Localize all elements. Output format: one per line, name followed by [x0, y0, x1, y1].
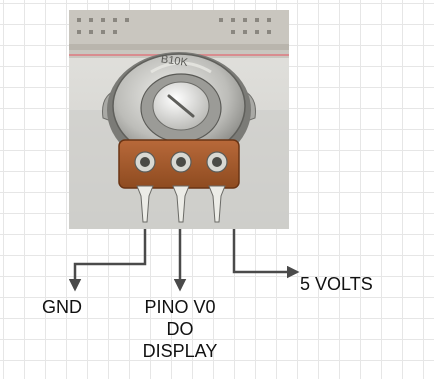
pin-holes: [134, 151, 228, 173]
label-5-volts-text: 5 VOLTS: [300, 274, 373, 294]
label-pino-line-2: DO: [166, 319, 194, 339]
knob-marking: B10K: [160, 53, 189, 69]
potentiometer-pins: [136, 185, 226, 223]
wire-5-volts: [232, 229, 300, 279]
label-5-volts: 5 VOLTS: [300, 273, 404, 295]
label-gnd-text: GND: [42, 297, 82, 317]
label-pino-line-1: PINO V0: [144, 297, 216, 317]
label-pino-v0-do-display: PINO V0 DO DISPLAY: [122, 296, 238, 362]
label-gnd: GND: [32, 296, 92, 318]
wire-gnd: [68, 229, 147, 292]
potentiometer-knob: [107, 52, 251, 168]
potentiometer-photo: B10K: [69, 10, 289, 229]
label-pino-line-3: DISPLAY: [142, 341, 218, 361]
